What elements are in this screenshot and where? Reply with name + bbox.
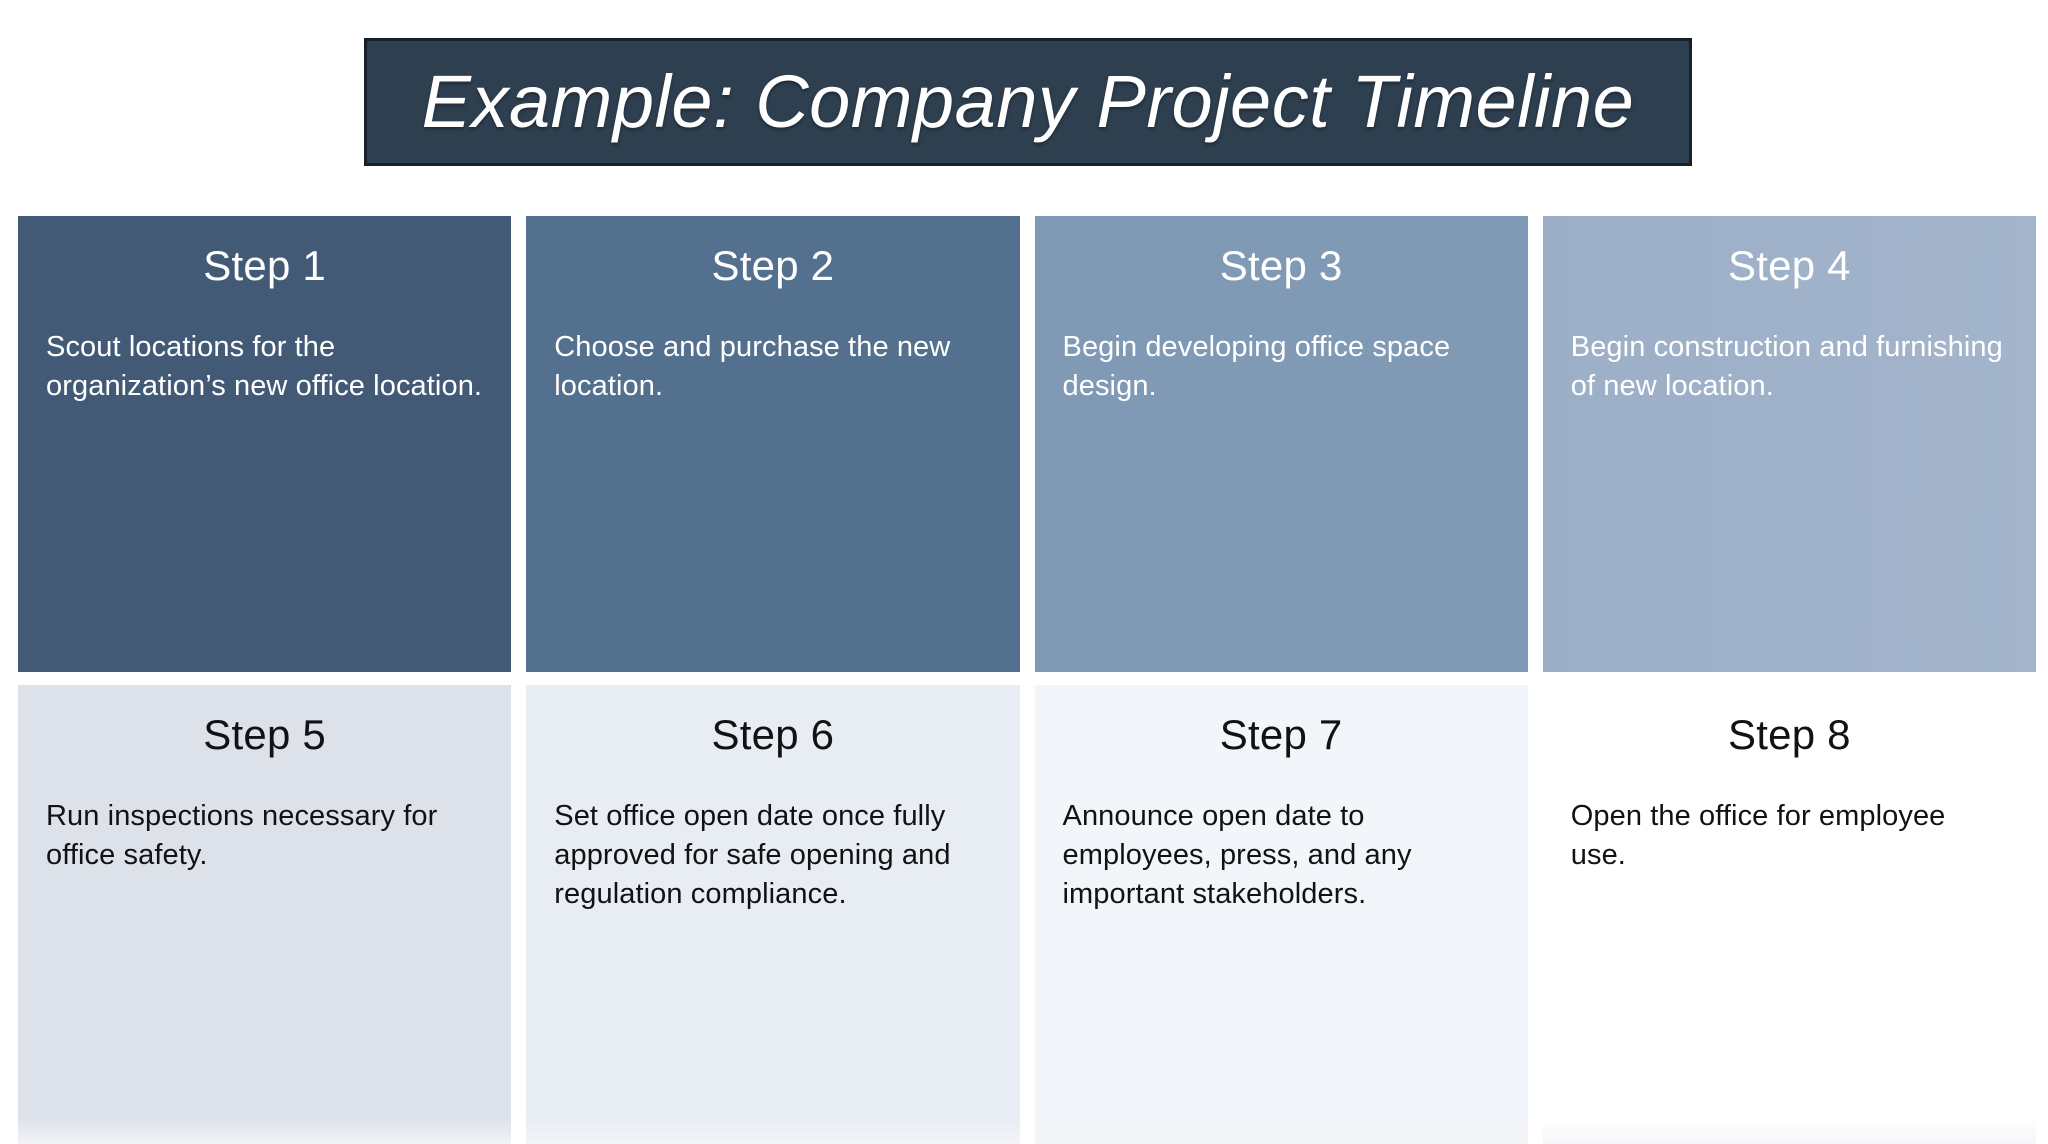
page-title: Example: Company Project Timeline (421, 60, 1635, 143)
timeline-card-step-8[interactable]: Step 8 Open the office for employee use. (1542, 685, 2036, 1144)
timeline-card-step-1[interactable]: Step 1 Scout locations for the organizat… (18, 216, 512, 672)
step-description: Begin developing office space design. (1062, 331, 1451, 403)
step-description: Scout locations for the organization’s n… (46, 331, 483, 403)
step-title: Step 5 (203, 711, 326, 758)
step-title: Step 4 (1728, 242, 1851, 289)
step-description: Choose and purchase the new location. (554, 331, 951, 403)
title-banner: Example: Company Project Timeline (364, 38, 1692, 166)
timeline-card-step-3[interactable]: Step 3 Begin developing office space des… (1034, 216, 1528, 672)
step-title: Step 2 (711, 242, 835, 289)
step-title: Step 8 (1728, 711, 1851, 758)
step-description: Run inspections necessary for office saf… (46, 800, 438, 872)
step-description: Begin construction and furnishing of new… (1570, 331, 2003, 403)
step-title: Step 1 (203, 242, 326, 289)
timeline-card-step-4[interactable]: Step 4 Begin construction and furnishing… (1542, 216, 2036, 672)
timeline-card-step-6[interactable]: Step 6 Set office open date once fully a… (526, 685, 1020, 1144)
step-title: Step 6 (711, 711, 835, 758)
step-title: Step 3 (1219, 242, 1343, 289)
timeline-card-step-7[interactable]: Step 7 Announce open date to employees, … (1034, 685, 1528, 1144)
step-description: Set office open date once fully approved… (554, 800, 951, 911)
timeline-grid: Step 1 Scout locations for the organizat… (18, 216, 2036, 1144)
timeline-card-step-2[interactable]: Step 2 Choose and purchase the new locat… (526, 216, 1020, 672)
step-description: Announce open date to employees, press, … (1062, 800, 1412, 911)
timeline-card-step-5[interactable]: Step 5 Run inspections necessary for off… (18, 685, 512, 1144)
step-description: Open the office for employee use. (1570, 800, 1946, 872)
step-title: Step 7 (1219, 711, 1343, 758)
